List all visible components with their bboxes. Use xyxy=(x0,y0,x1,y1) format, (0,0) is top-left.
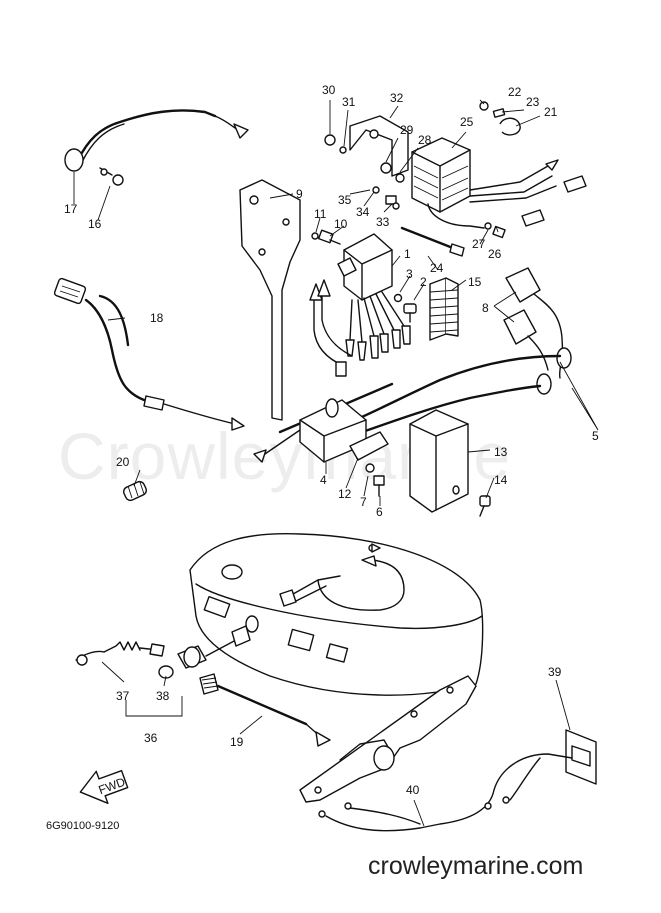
screw-2-washer-3 xyxy=(393,293,417,323)
cable-tie-24 xyxy=(400,226,465,257)
callout-15: 15 xyxy=(468,275,482,289)
ignition-coil-4 xyxy=(253,398,367,463)
callout-40: 40 xyxy=(406,783,420,797)
cowling-harness xyxy=(279,543,405,611)
rectifier-25 xyxy=(411,137,485,229)
callout-34: 34 xyxy=(356,205,370,219)
callout-9: 9 xyxy=(296,187,303,201)
cover-13 xyxy=(409,409,469,513)
switch-36 xyxy=(177,625,251,669)
mounting-plate xyxy=(299,675,477,803)
callout-27: 27 xyxy=(472,237,486,251)
terminal-16 xyxy=(99,167,124,186)
clamp-21-22-23 xyxy=(479,101,521,136)
lead-wire-17 xyxy=(64,109,249,172)
bracket-36 xyxy=(125,696,183,717)
cdi-unit-1 xyxy=(337,233,393,301)
callout-10: 10 xyxy=(334,217,348,231)
callout-18: 18 xyxy=(150,311,164,325)
callout-16: 16 xyxy=(88,217,102,231)
callout-11: 11 xyxy=(314,207,327,221)
callout-36: 36 xyxy=(144,731,158,745)
callout-1: 1 xyxy=(404,247,411,261)
screw-14 xyxy=(479,495,491,517)
nuts-28-29-30-31-33-34-35 xyxy=(324,134,405,210)
callout-28: 28 xyxy=(418,133,432,147)
grommets-5 xyxy=(536,347,572,395)
callout-38: 38 xyxy=(156,689,170,703)
wire-harness-18 xyxy=(53,277,245,431)
cdi-leads xyxy=(309,279,411,377)
callout-26: 26 xyxy=(488,247,502,261)
screw-10-washer-11 xyxy=(311,229,341,245)
callout-29: 29 xyxy=(400,123,414,137)
terminal-strip-15 xyxy=(429,277,459,341)
bracket-9 xyxy=(239,179,301,421)
lanyard-37 xyxy=(75,641,165,666)
callout-25: 25 xyxy=(460,115,474,129)
callout-31: 31 xyxy=(342,95,356,109)
callout-3: 3 xyxy=(406,267,413,281)
sleeve-20 xyxy=(123,480,147,502)
callout-13: 13 xyxy=(494,445,508,459)
callout-24: 24 xyxy=(430,261,444,275)
callout-2: 2 xyxy=(420,275,427,289)
callout-5: 5 xyxy=(592,429,599,443)
bracket-32 xyxy=(349,115,409,177)
callout-8: 8 xyxy=(482,301,489,315)
callout-35: 35 xyxy=(338,193,352,207)
callout-19: 19 xyxy=(230,735,244,749)
callout-14: 14 xyxy=(494,473,508,487)
bracket-12-screw-6-washer-7 xyxy=(349,431,389,497)
callout-12: 12 xyxy=(338,487,352,501)
screws-26-27 xyxy=(484,222,506,239)
harness-40 xyxy=(318,753,573,832)
callout-30: 30 xyxy=(322,83,336,97)
callout-6: 6 xyxy=(376,505,383,519)
plug-cap-8 xyxy=(503,267,564,379)
callout-21: 21 xyxy=(544,105,558,119)
site-url-text: crowleymarine.com xyxy=(368,852,584,880)
callout-17: 17 xyxy=(64,202,78,216)
bottom-cowling xyxy=(189,533,484,696)
leader-lines xyxy=(73,99,599,827)
callout-23: 23 xyxy=(526,95,540,109)
callout-39: 39 xyxy=(548,665,562,679)
callout-22: 22 xyxy=(508,85,522,99)
callout-7: 7 xyxy=(360,495,367,509)
callout-4: 4 xyxy=(320,473,327,487)
fwd-badge: FWD xyxy=(79,769,129,805)
callout-37: 37 xyxy=(116,689,130,703)
callout-20: 20 xyxy=(116,455,130,469)
switch-19 xyxy=(199,673,331,747)
callout-labels: 1 2 3 4 5 6 7 8 9 10 11 12 13 14 15 16 1… xyxy=(64,83,599,797)
bracket-39 xyxy=(565,729,597,785)
bullet-connectors-rectifier xyxy=(469,159,587,227)
diagram-part-code: 6G90100-9120 xyxy=(46,820,120,832)
callout-33: 33 xyxy=(376,215,390,229)
callout-32: 32 xyxy=(390,91,404,105)
